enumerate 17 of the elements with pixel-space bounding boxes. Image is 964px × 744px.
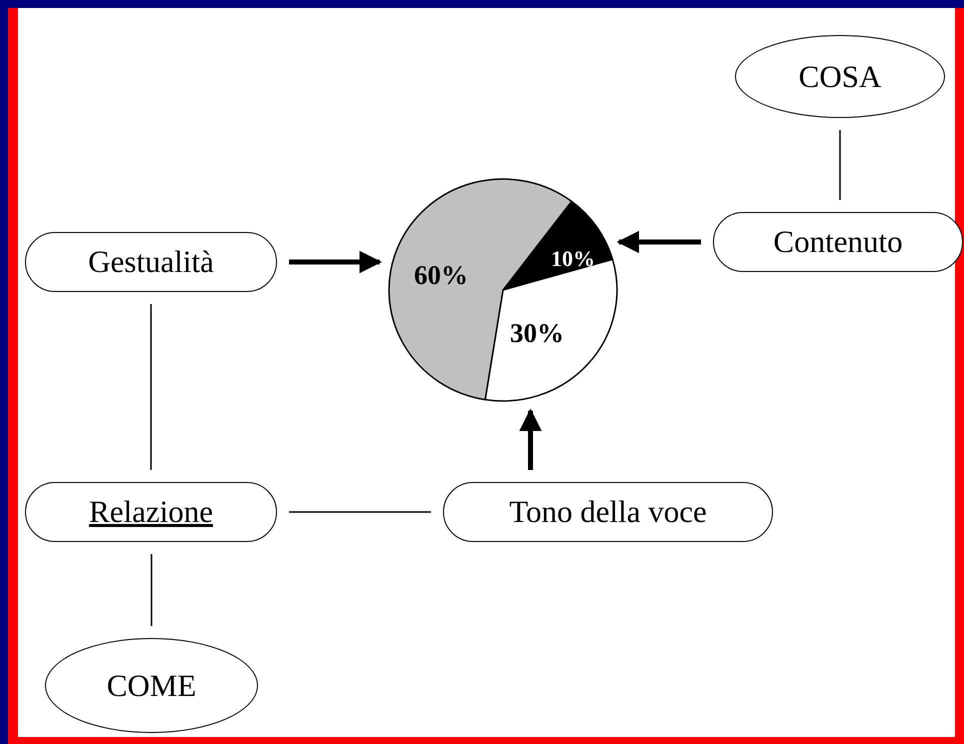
node-label: Gestualità [88, 244, 214, 280]
arrow [616, 230, 701, 254]
arrow [289, 250, 382, 274]
percentage-label: 30% [510, 318, 564, 349]
pie-chart [388, 178, 618, 402]
node-label: Contenuto [773, 224, 903, 260]
node-label: COME [106, 668, 196, 704]
node-label: COSA [798, 58, 882, 94]
percentage-label: 10% [551, 246, 595, 272]
connector-line [839, 130, 841, 200]
connector-line [150, 304, 152, 470]
connector-line [289, 511, 431, 513]
node-label: Tono della voce [509, 494, 707, 530]
node-label: Relazione [89, 494, 213, 530]
percentage-label: 60% [414, 260, 468, 291]
arrow [519, 408, 542, 470]
connector-line [150, 554, 152, 626]
